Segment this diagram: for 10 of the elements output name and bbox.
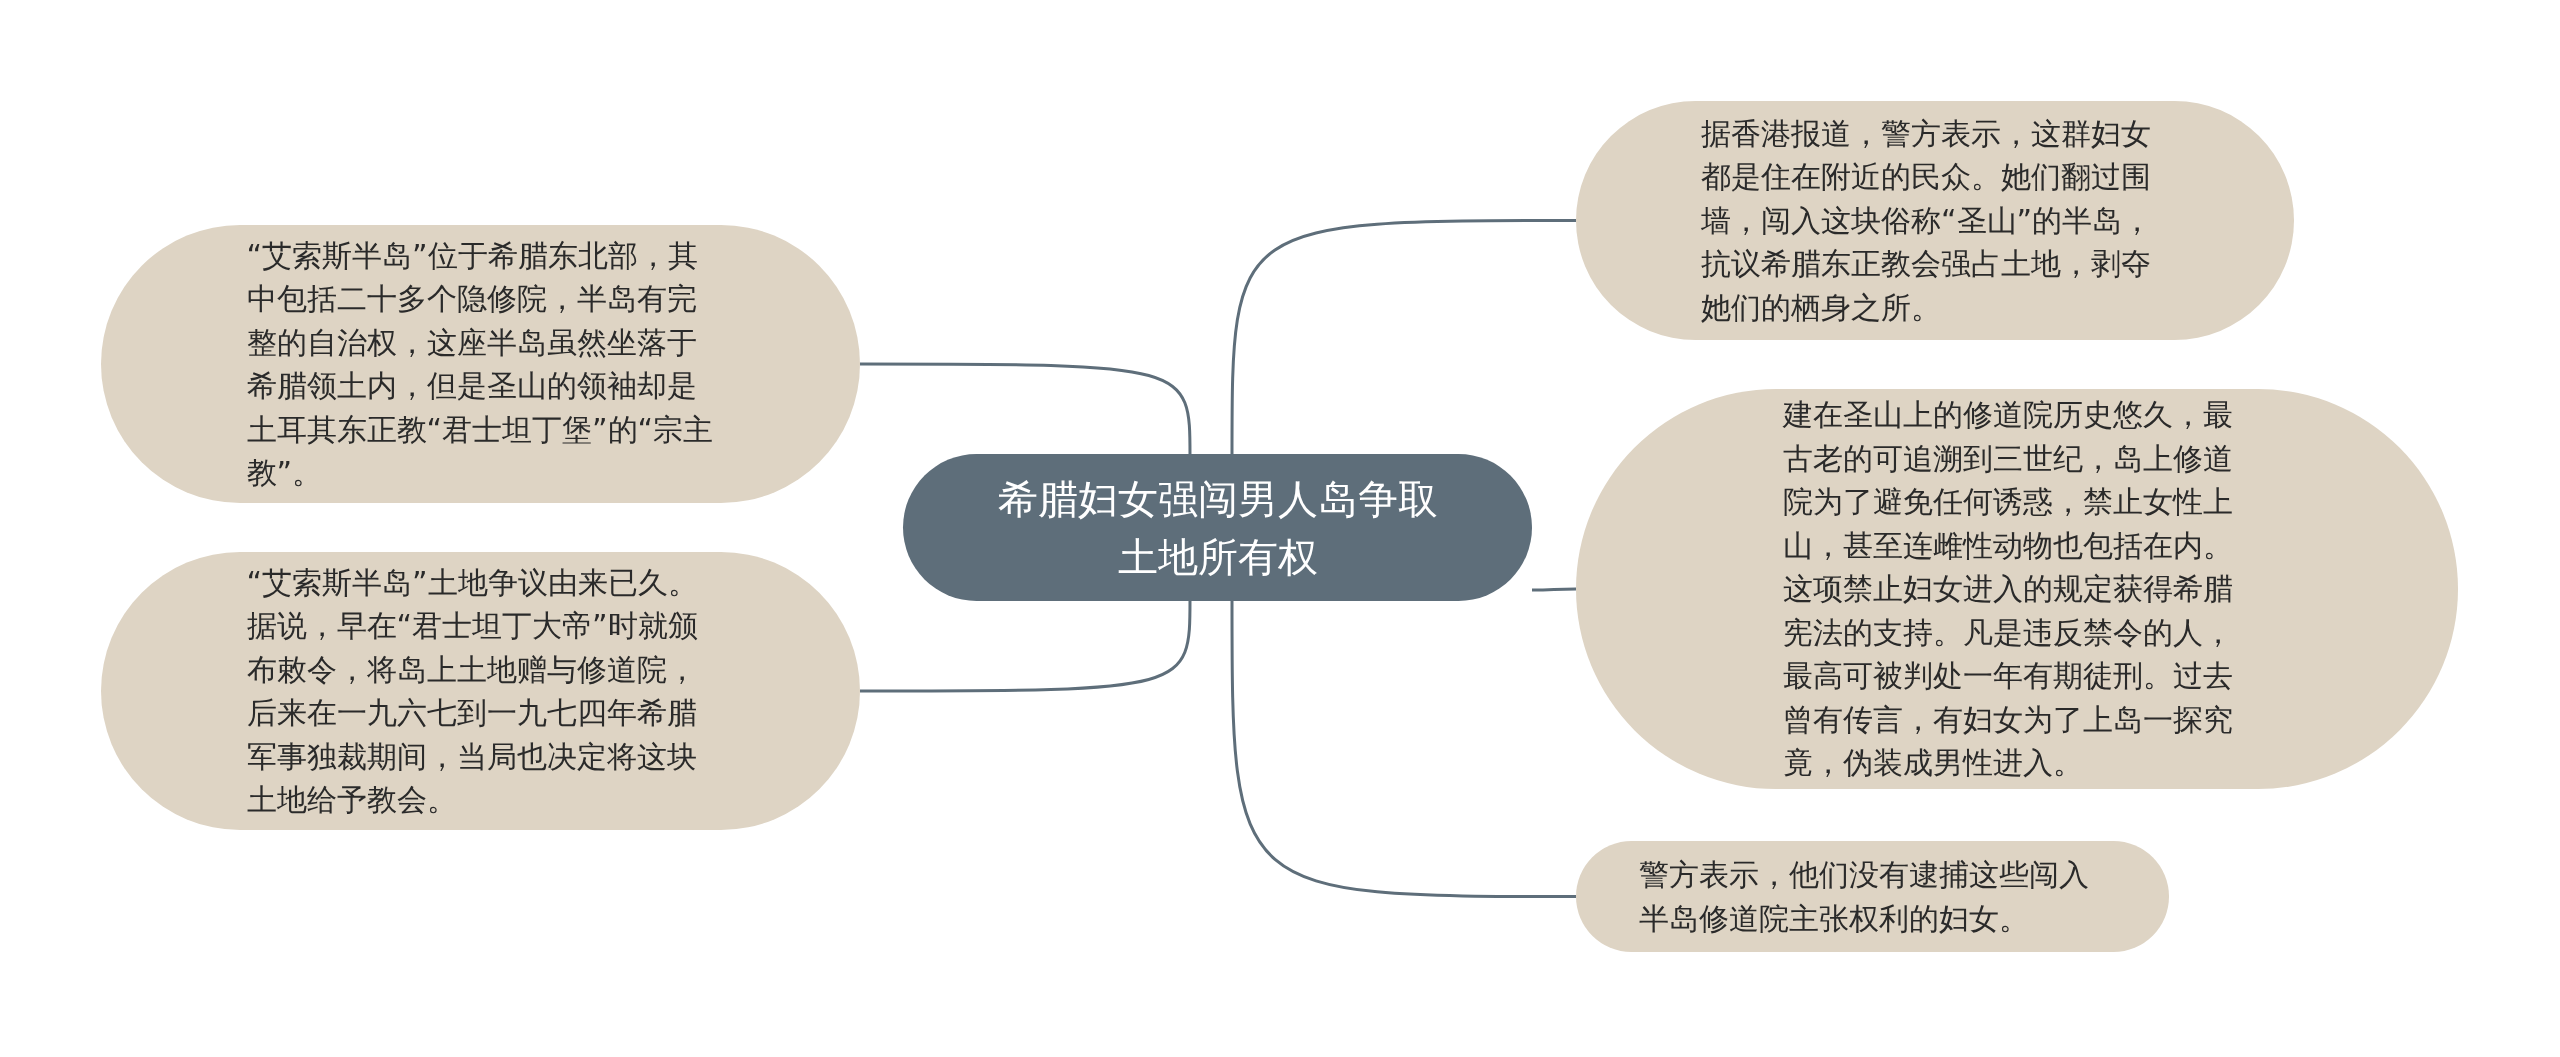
connector-line bbox=[1230, 219, 1576, 456]
connector-line bbox=[860, 599, 1192, 693]
topic-bubble: 据香港报道，警方表示，这群妇女都是住在附近的民众。她们翻过围墙，闯入这块俗称“圣山”的半岛，抗议希腊东正教会强占土地，剥夺她们的栖身之所。 bbox=[1576, 101, 2294, 340]
topic-bubble: 建在圣山上的修道院历史悠久，最古老的可追溯到三世纪，岛上修道院为了避免任何诱惑，禁止女性上山，甚至连雌性动物也包括在内。这项禁止妇女进入的规定获得希腊宪法的支持。凡是违反禁令的人，最高可被判处一年有期徒刑。过去曾有传言，有妇女为了上岛一探究竟，伪装成男性进入。 bbox=[1576, 389, 2458, 789]
topic-bubble: “艾索斯半岛”位于希腊东北部，其中包括二十多个隐修院，半岛有完整的自治权，这座半岛虽然坐落于希腊领土内，但是圣山的领袖却是土耳其东正教“君士坦丁堡”的“宗主教”。 bbox=[101, 225, 860, 503]
connector-line bbox=[860, 362, 1192, 456]
topic-bubble: 警方表示，他们没有逮捕这些闯入半岛修道院主张权利的妇女。 bbox=[1576, 841, 2169, 952]
connector-line bbox=[1532, 587, 1576, 592]
topic-bubble: “艾索斯半岛”土地争议由来已久。据说，早在“君士坦丁大帝”时就颁布敕令，将岛上土地赠与修道院，后来在一九六七到一九七四年希腊军事独裁期间，当局也决定将这块土地给予教会。 bbox=[101, 552, 860, 830]
central-topic-bubble: 希腊妇女强闯男人岛争取土地所有权 bbox=[903, 454, 1532, 601]
